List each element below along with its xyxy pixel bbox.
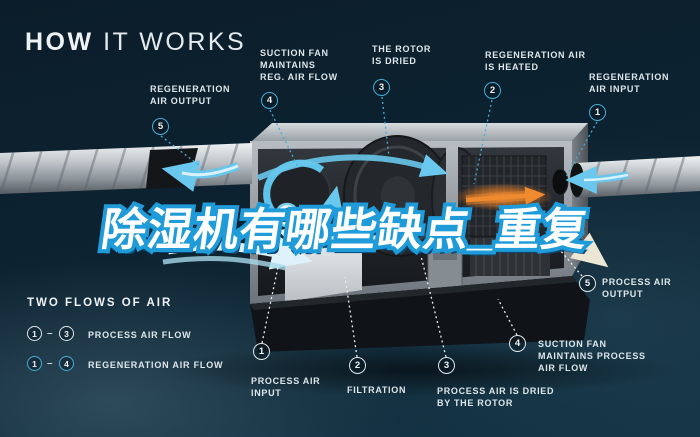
label-regeneration-air-output: REGENERATION AIR OUTPUT [150,84,231,106]
label-regeneration-heated: REGENERATION AIR IS HEATED [485,50,586,72]
label-filtration: FILTRATION [347,385,407,395]
left-duct [0,143,252,194]
label-process-air-output: PROCESS AIR OUTPUT [602,277,672,299]
page-title: HOW IT WORKS [25,28,246,57]
legend-dash-1: – [47,328,53,339]
floor-shadow [155,344,685,396]
label-regeneration-air-input: REGENERATION AIR INPUT [589,72,670,94]
filter-housing-top [278,222,362,238]
label-suction-fan-process: SUCTION FAN MAINTAINS PROCESS AIR FLOW [538,339,646,373]
callout-circle-reg-5: 5 [152,118,169,135]
label-suction-fan-reg: SUCTION FAN MAINTAINS REG. AIR FLOW [260,48,338,82]
callout-circle-reg-4: 4 [261,92,278,109]
legend-circle-regen-from: 1 [27,356,42,371]
legend-circle-process-to: 3 [59,326,74,341]
regeneration-inlet-mouth [551,168,569,196]
legend-title: TWO FLOWS OF AIR [27,297,173,309]
label-process-air-dried: PROCESS AIR IS DRIED BY THE ROTOR [437,386,555,408]
callout-circle-proc-2: 2 [349,357,366,374]
callout-circle-proc-1: 1 [253,343,270,360]
legend-label-regeneration: REGENERATION AIR FLOW [88,360,224,370]
legend-circle-regen-to: 4 [59,356,74,371]
machine-base-edge [250,276,576,310]
regeneration-leader-lines [160,96,598,185]
process-fan-detail [433,244,457,260]
right-duct [565,156,700,198]
process-input-arrow-2 [162,255,287,271]
process-input-arrow [167,234,313,270]
callout-circle-reg-2: 2 [484,82,501,99]
interior-airflow-arrow [256,154,448,181]
legend-label-process: PROCESS AIR FLOW [88,330,192,340]
regeneration-input-arrow-core [583,173,629,182]
fan-blades-icon [280,208,294,222]
label-process-air-input: PROCESS AIR INPUT [251,376,321,398]
heater-block [453,155,553,237]
process-output-arrow [547,232,609,268]
machine-top-face [252,123,588,141]
label-rotor-dried: THE ROTOR IS DRIED [372,44,432,66]
callout-circle-proc-4: 4 [509,335,526,352]
machine-base [250,276,590,352]
legend-circle-process-from: 1 [27,326,42,341]
machine-body [250,123,590,352]
lower-mesh [470,238,550,276]
callout-circle-proc-5: 5 [579,275,596,292]
callout-circle-proc-3: 3 [438,357,455,374]
legend-dash-2: – [47,358,53,369]
callout-circle-reg-3: 3 [373,79,390,96]
heater-flow-arrow [465,186,546,205]
title-bold: HOW [25,28,94,56]
banner-text: 除湿机有哪些缺点_重复 [98,204,592,255]
callout-circle-reg-1: 1 [589,104,606,121]
regeneration-output-arrow-core [181,164,239,177]
process-leader-lines [261,249,583,358]
title-light: IT WORKS [103,28,247,56]
